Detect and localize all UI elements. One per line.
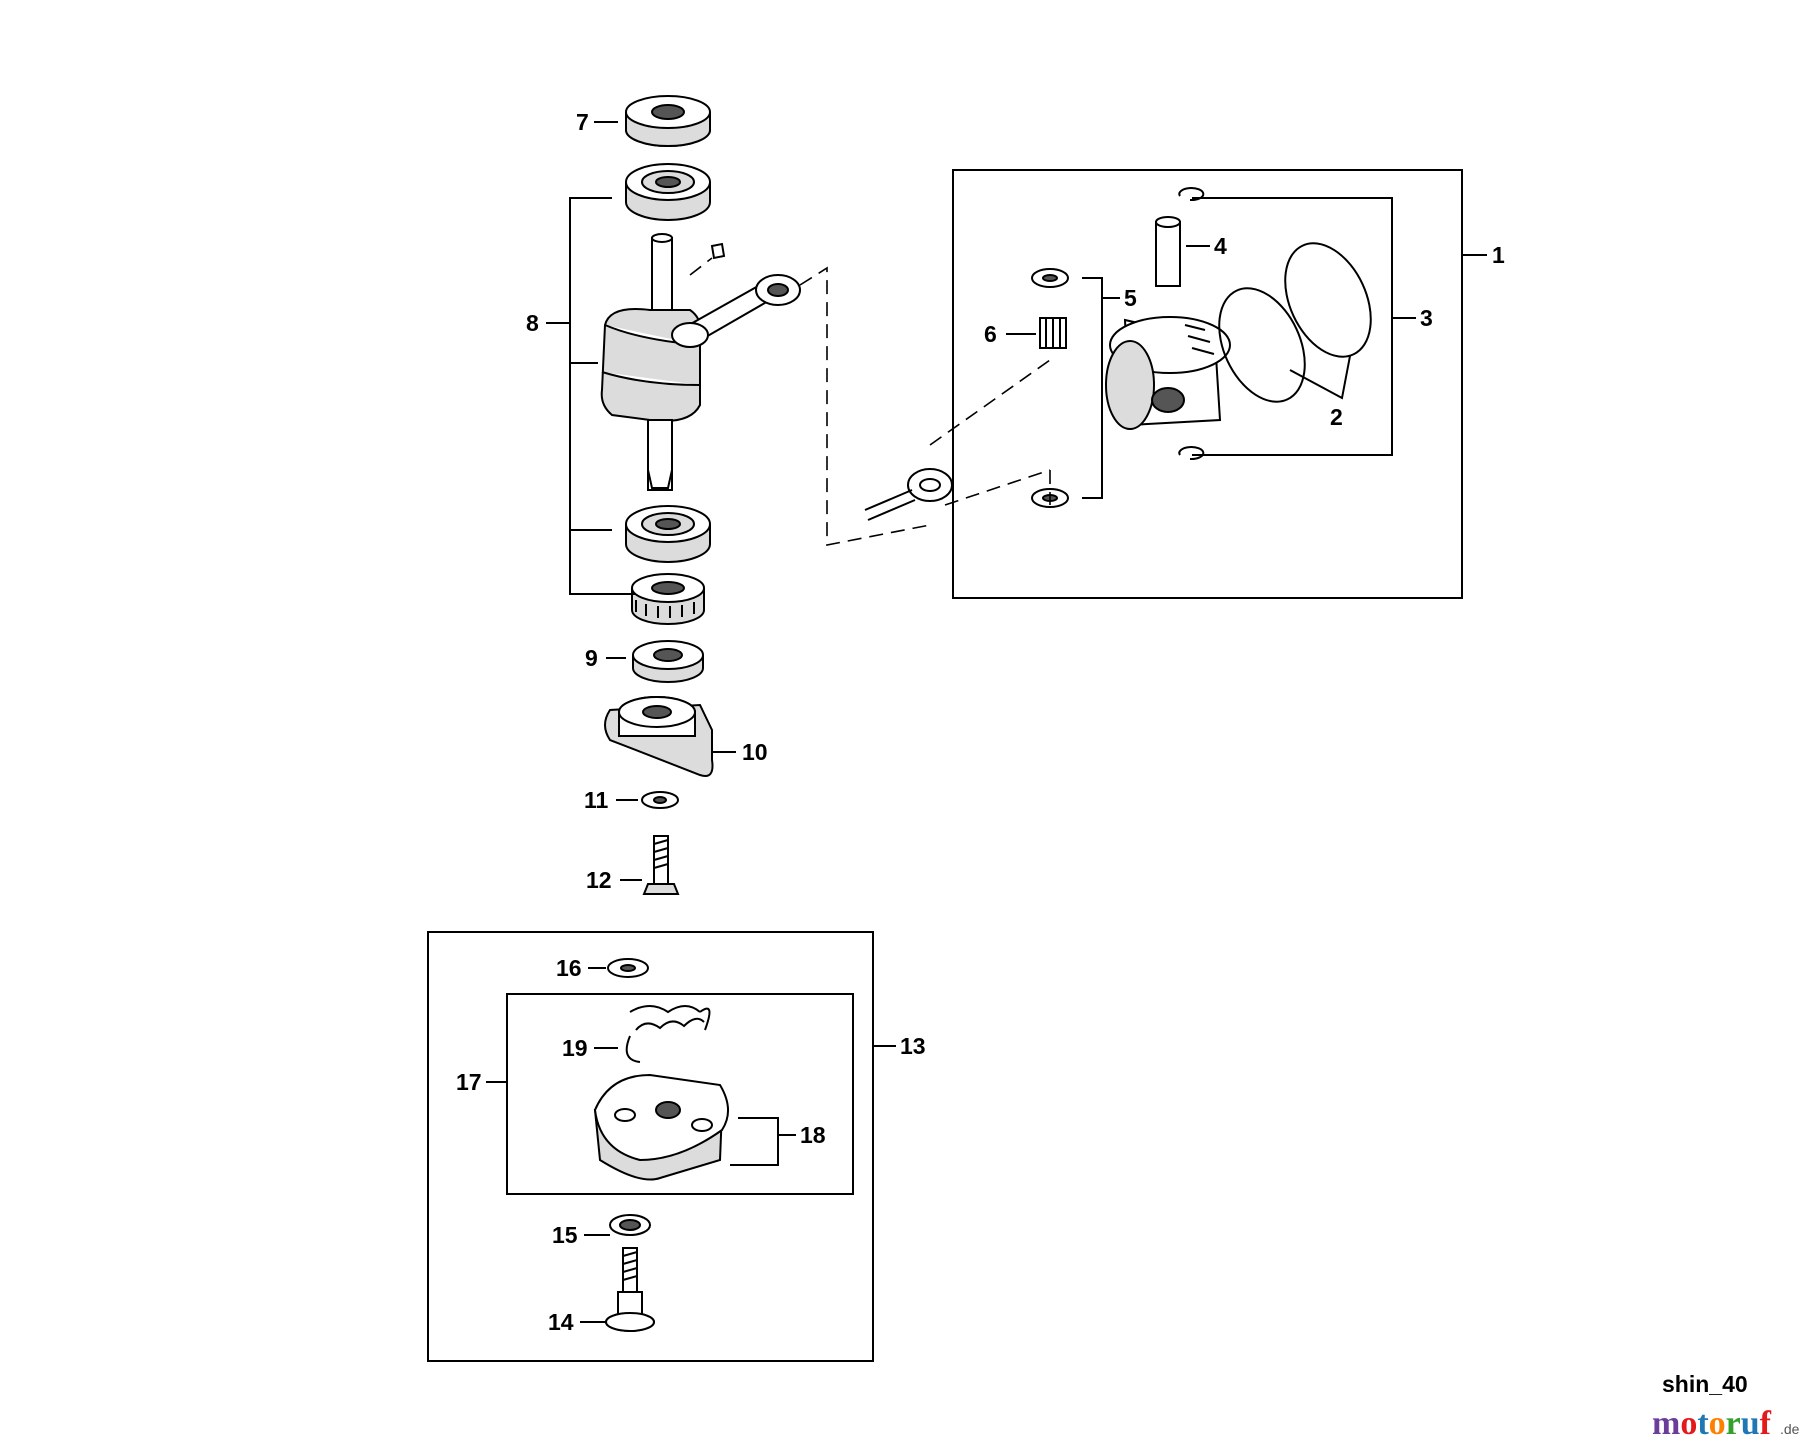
callout-14: 14 bbox=[548, 1309, 574, 1335]
logo-letter: o bbox=[1709, 1405, 1726, 1442]
logo-letter: o bbox=[1680, 1405, 1697, 1442]
clutch-shoes bbox=[593, 1073, 729, 1181]
callout-13: 13 bbox=[900, 1033, 926, 1059]
clutch-assembly-box bbox=[427, 931, 874, 1362]
callout-6: 6 bbox=[984, 321, 997, 347]
crankshaft bbox=[600, 233, 703, 491]
callout-19: 19 bbox=[562, 1035, 588, 1061]
washer-11 bbox=[641, 791, 679, 809]
callout-17: 17 bbox=[456, 1069, 482, 1095]
clutch-shoe-box bbox=[506, 993, 854, 1195]
callout-18: 18 bbox=[800, 1122, 826, 1148]
oil-seal-top bbox=[625, 95, 711, 147]
callout-12: 12 bbox=[586, 867, 612, 893]
connecting-rod bbox=[671, 274, 801, 348]
callout-4: 4 bbox=[1214, 233, 1227, 259]
needle-bearing bbox=[1039, 317, 1067, 349]
bearing-housing bbox=[604, 696, 714, 777]
callout-1: 1 bbox=[1492, 242, 1505, 268]
circlip-top bbox=[1178, 187, 1205, 202]
piston-pin bbox=[1155, 216, 1181, 287]
callout-9: 9 bbox=[585, 645, 598, 671]
upper-bearing bbox=[625, 163, 711, 221]
logo-letter: f bbox=[1760, 1405, 1772, 1442]
clutch-spring bbox=[625, 1005, 711, 1063]
callout-10: 10 bbox=[742, 739, 768, 765]
clutch-bolt-14 bbox=[605, 1247, 655, 1332]
circlip-bottom bbox=[1178, 446, 1205, 461]
washer-16 bbox=[607, 958, 649, 978]
logo-letter: r bbox=[1726, 1405, 1741, 1442]
logo-letter: u bbox=[1741, 1405, 1760, 1442]
rod-small-end bbox=[864, 468, 953, 521]
logo-suffix: .de bbox=[1780, 1421, 1800, 1437]
leader-lines bbox=[486, 121, 1487, 1323]
logo-letter: t bbox=[1697, 1405, 1709, 1442]
callout-8: 8 bbox=[526, 310, 539, 336]
callout-15: 15 bbox=[552, 1222, 578, 1248]
diagram-code: shin_40 bbox=[1662, 1371, 1748, 1397]
callout-7: 7 bbox=[576, 109, 589, 135]
oil-seal-bottom bbox=[632, 640, 704, 683]
piston-kit-box bbox=[952, 169, 1463, 599]
svg-text:motoruf: motoruf bbox=[1652, 1405, 1772, 1442]
piston-ring-1 bbox=[1218, 287, 1306, 403]
motoruf-logo: motoruf .de bbox=[1652, 1405, 1800, 1442]
drive-gear bbox=[631, 573, 705, 625]
key-pin bbox=[710, 242, 726, 260]
logo-letter: m bbox=[1652, 1405, 1680, 1442]
callout-11: 11 bbox=[584, 787, 609, 813]
washer-15 bbox=[609, 1214, 651, 1236]
callout-5: 5 bbox=[1124, 285, 1137, 311]
piston-ring-2 bbox=[1284, 242, 1372, 358]
callout-3: 3 bbox=[1420, 305, 1433, 331]
bolt-12 bbox=[642, 835, 680, 895]
piston bbox=[1105, 316, 1231, 430]
lower-bearing bbox=[625, 505, 711, 563]
callout-16: 16 bbox=[556, 955, 582, 981]
washer-top-5 bbox=[1031, 268, 1069, 288]
callout-2: 2 bbox=[1330, 404, 1343, 430]
